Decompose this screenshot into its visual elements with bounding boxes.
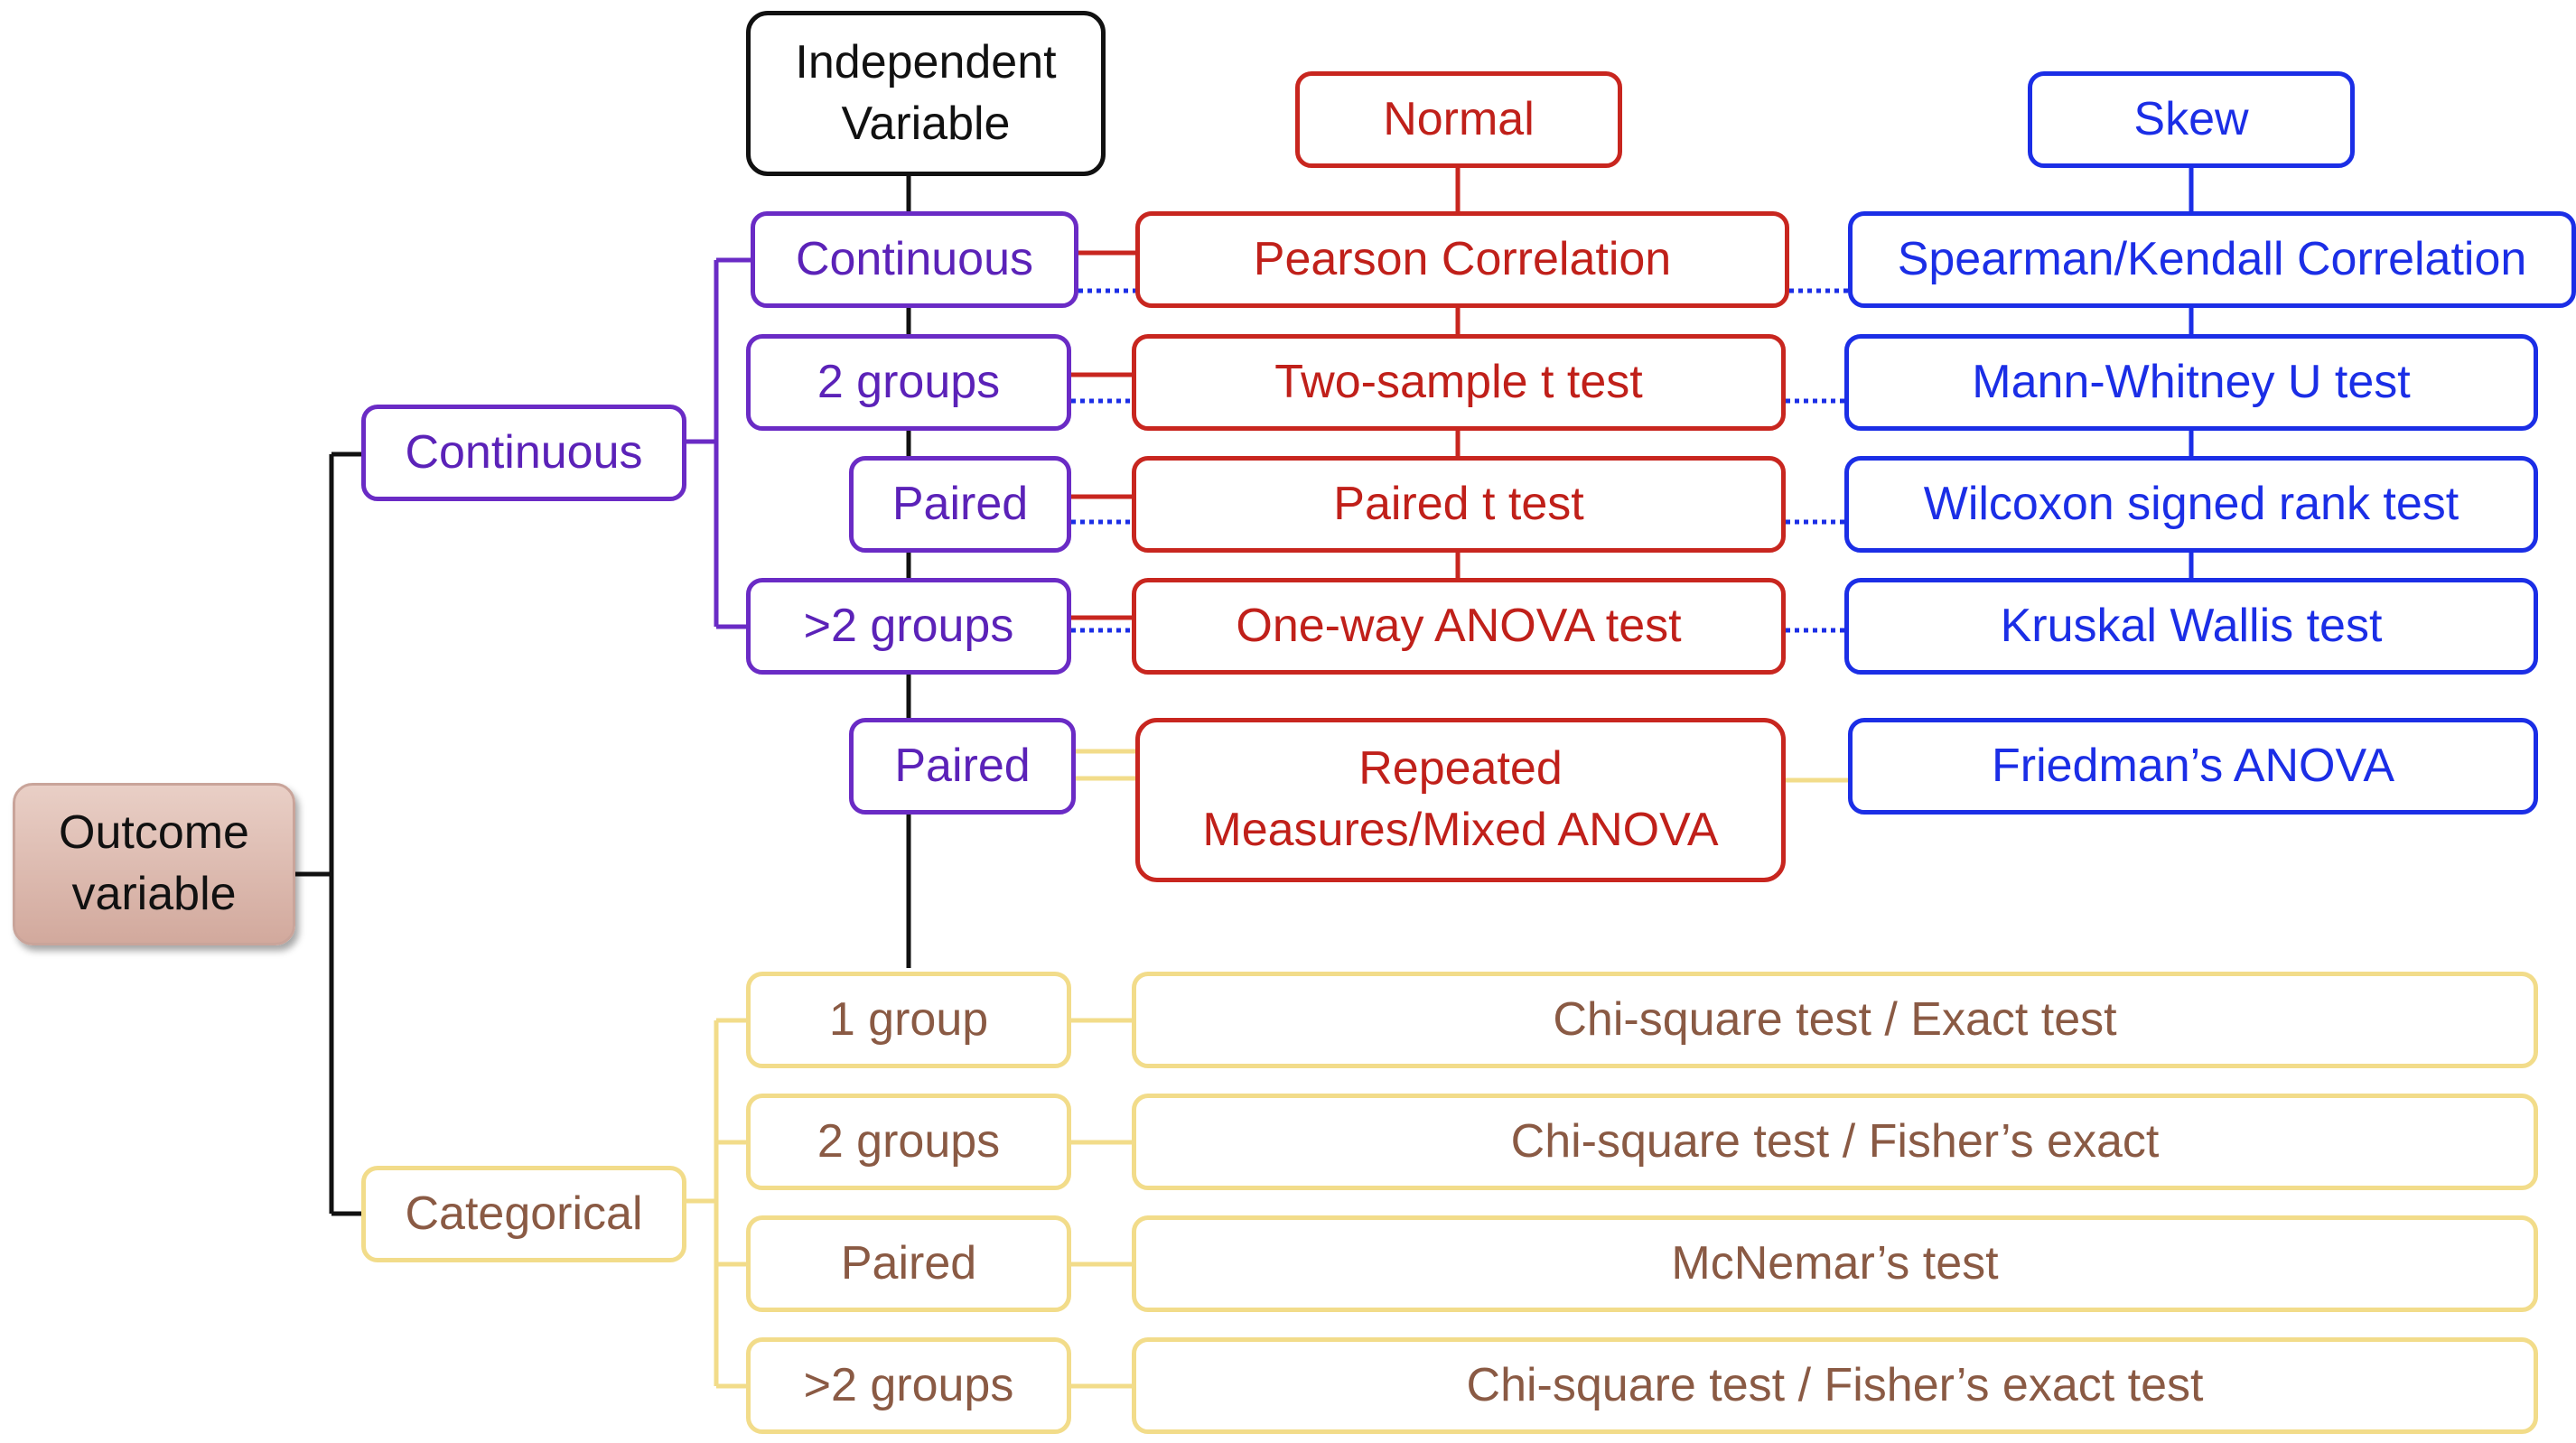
repeated-measures-lines [1076,749,1848,783]
skew-test-friedman: Friedman’s ANOVA [1848,718,2538,815]
independent-continuous-label: Continuous [795,232,1034,285]
categorical-test-chi-square-fisher-exact-label: Chi-square test / Fisher’s exact test [1466,1358,2204,1411]
categorical-paired-label: Paired [840,1236,977,1289]
outcome-variable-node: Outcome variable [13,783,295,945]
categorical-test-mcnemar-label: McNemar’s test [1671,1236,1999,1289]
normal-test-one-way-anova-label: One-way ANOVA test [1236,599,1682,652]
independent-2-groups-node: 2 groups [746,334,1071,431]
outcome-categorical-node: Categorical [361,1166,686,1262]
independent-paired-repeated-node: Paired [849,718,1076,815]
categorical-test-chi-square-fisher: Chi-square test / Fisher’s exact [1132,1094,2538,1190]
skew-test-wilcoxon: Wilcoxon signed rank test [1844,456,2538,553]
skew-header: Skew [2028,71,2355,168]
independent-variable-label: Independent Variable [795,35,1057,150]
skew-test-kruskal-wallis-label: Kruskal Wallis test [2000,599,2383,652]
independent-paired-node: Paired [849,456,1071,553]
skew-test-kruskal-wallis: Kruskal Wallis test [1844,578,2538,675]
outcome-tree-lines [295,176,911,1216]
categorical-test-chi-square-exact: Chi-square test / Exact test [1132,972,2538,1068]
independent-2-groups-label: 2 groups [817,355,1001,408]
categorical-test-chi-square-fisher-exact: Chi-square test / Fisher’s exact test [1132,1337,2538,1434]
categorical-2-groups-node: 2 groups [746,1094,1071,1190]
normal-test-pearson: Pearson Correlation [1135,211,1789,308]
skew-test-friedman-label: Friedman’s ANOVA [1991,739,2394,792]
categorical-2-groups-label: 2 groups [817,1114,1001,1168]
skew-header-label: Skew [2133,92,2249,145]
skew-test-spearman-label: Spearman/Kendall Correlation [1897,232,2527,285]
independent-paired-label: Paired [891,477,1029,530]
independent-continuous-node: Continuous [751,211,1078,308]
normal-test-one-way-anova: One-way ANOVA test [1132,578,1786,675]
categorical-1-group-label: 1 group [828,992,989,1046]
normal-header: Normal [1295,71,1622,168]
outcome-continuous-node: Continuous [361,405,686,501]
categorical-1-group-node: 1 group [746,972,1071,1068]
categorical-paired-node: Paired [746,1215,1071,1312]
independent-paired-repeated-label: Paired [894,739,1031,792]
outcome-variable-label: Outcome variable [59,806,249,920]
normal-column-lines [1071,168,1461,620]
categorical-more-than-2-groups-node: >2 groups [746,1337,1071,1434]
normal-test-paired-t-label: Paired t test [1333,477,1584,530]
normal-test-pearson-label: Pearson Correlation [1253,232,1672,285]
skew-test-spearman: Spearman/Kendall Correlation [1848,211,2576,308]
independent-more-than-2-groups-label: >2 groups [803,599,1014,652]
normal-test-two-sample-t-label: Two-sample t test [1274,355,1643,408]
normal-test-repeated-measures-label: Repeated Measures/Mixed ANOVA [1202,742,1719,856]
categorical-bracket-lines [686,1018,1132,1389]
independent-variable-header: Independent Variable [746,11,1106,176]
outcome-continuous-label: Continuous [405,425,643,479]
skew-test-mann-whitney: Mann-Whitney U test [1844,334,2538,431]
categorical-test-chi-square-fisher-label: Chi-square test / Fisher’s exact [1510,1114,2160,1168]
normal-test-repeated-measures: Repeated Measures/Mixed ANOVA [1135,718,1786,882]
categorical-test-mcnemar: McNemar’s test [1132,1215,2538,1312]
normal-test-two-sample-t: Two-sample t test [1132,334,1786,431]
continuous-bracket-lines [686,257,751,629]
skew-dotted-lines [1071,288,1848,633]
skew-test-wilcoxon-label: Wilcoxon signed rank test [1923,477,2459,530]
normal-test-paired-t: Paired t test [1132,456,1786,553]
independent-more-than-2-groups-node: >2 groups [746,578,1071,675]
outcome-categorical-label: Categorical [405,1187,643,1240]
skew-test-mann-whitney-label: Mann-Whitney U test [1972,355,2411,408]
categorical-test-chi-square-exact-label: Chi-square test / Exact test [1553,992,2117,1046]
normal-header-label: Normal [1383,92,1535,145]
categorical-more-than-2-groups-label: >2 groups [803,1358,1014,1411]
